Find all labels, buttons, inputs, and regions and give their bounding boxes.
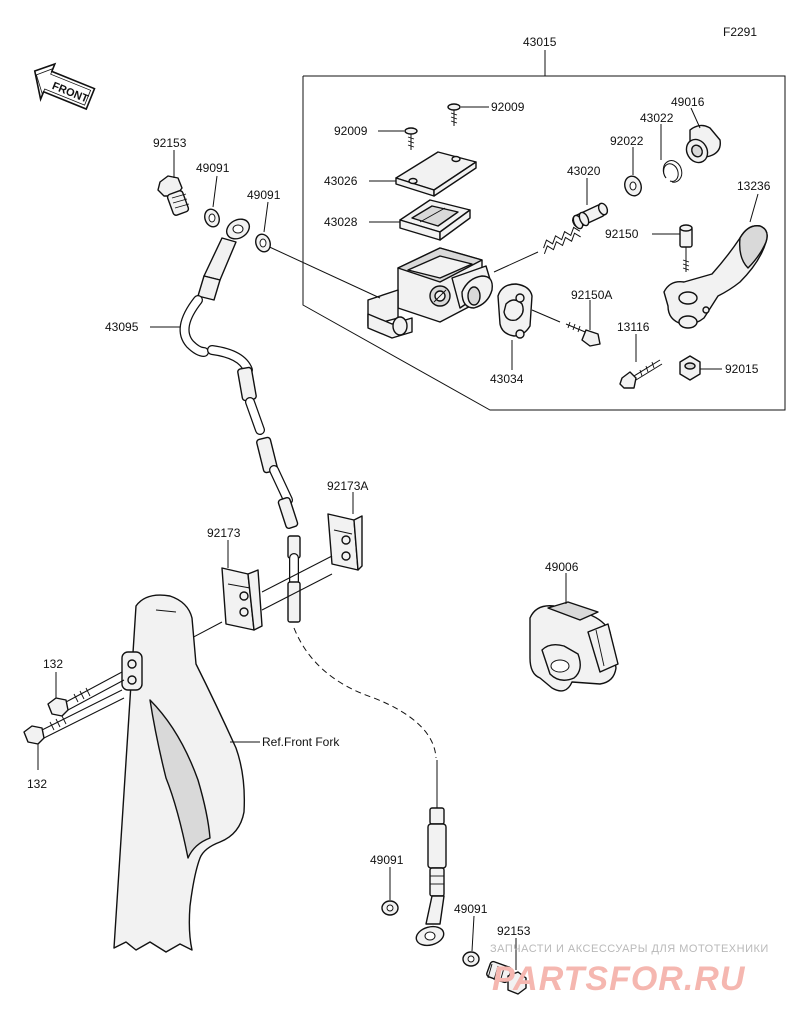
part-label-132-lower: 132 [27,777,47,791]
part-label-132-upper: 132 [43,657,63,671]
screw-92009-right [447,103,461,126]
diagram-code: F2291 [723,25,757,39]
washer-49091-upper-1 [204,208,220,228]
master-cylinder-body [367,247,493,339]
part-label-92173: 92173 [207,526,241,540]
washer-49091-upper-2 [255,233,271,253]
part-label-92009-right: 92009 [491,100,525,114]
bolt-92150A [565,321,601,347]
part-label-49016: 49016 [671,95,705,109]
front-fork-reference [113,594,245,953]
adjuster-bolt-13116 [619,359,663,389]
banjo-bolt-92153-upper [157,175,190,216]
nut-92015 [679,355,701,381]
brake-lever-13236 [663,225,768,329]
clamp-43034 [497,283,561,339]
part-label-43026: 43026 [324,174,358,188]
washer-49091-lower-2 [462,951,480,967]
screw-92009-left [404,127,418,150]
washer-92022 [624,175,642,197]
part-label-92009-left: 92009 [334,124,368,138]
part-label-49091-upper-1: 49091 [196,161,230,175]
piston-kit-43020 [543,202,609,255]
part-label-49006: 49006 [545,560,579,574]
part-label-92150A: 92150A [571,288,612,302]
bracket-92173 [221,567,263,631]
banjo-bolt-92153-lower [486,960,527,995]
washer-49091-lower-1 [381,900,399,916]
part-label-13236: 13236 [737,179,771,193]
bolt-132-upper [47,671,125,717]
part-label-92173A: 92173A [327,479,368,493]
watermark-logo: PARTSFOR.RU [492,960,746,998]
part-label-43015: 43015 [523,35,557,49]
caliper-guard-49006 [529,601,619,692]
part-label-13116: 13116 [617,320,650,334]
part-label-92022: 92022 [610,134,644,148]
boot-49016 [685,124,721,164]
part-label-92015: 92015 [725,362,759,376]
ref-label-front-fork: Ref.Front Fork [262,735,340,749]
assembly-box-43015 [302,50,786,411]
circlip-43022 [662,160,683,183]
watermark-tagline: ЗАПЧАСТИ И АКСЕССУАРЫ ДЛЯ МОТОТЕХНИКИ [490,943,769,955]
front-arrow-icon: FRONT [33,62,96,111]
part-label-49091-lower-1: 49091 [370,853,404,867]
bracket-92173A [327,513,363,571]
part-label-92150: 92150 [605,227,639,241]
pivot-bolt-92150 [679,224,693,272]
part-label-43028: 43028 [324,215,358,229]
part-label-43034: 43034 [490,372,524,386]
part-label-92153-lower: 92153 [497,924,531,938]
part-label-43095: 43095 [105,320,139,334]
part-label-49091-upper-2: 49091 [247,188,281,202]
reservoir-cap-43026 [395,151,477,197]
bolt-132-lower [23,689,125,745]
brake-hose-43095 [179,218,447,947]
diaphragm-43028 [399,199,471,241]
part-label-43022: 43022 [640,111,674,125]
part-label-92153-upper: 92153 [153,136,187,150]
part-label-43020: 43020 [567,164,601,178]
part-label-49091-lower-2: 49091 [454,902,488,916]
